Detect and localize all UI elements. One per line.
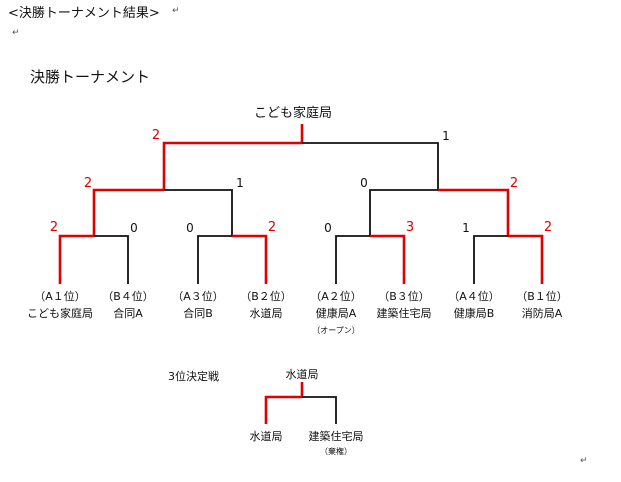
score-q3-right: 3 (405, 220, 415, 235)
page-header: <決勝トーナメント結果> (8, 6, 160, 21)
team-name: 健康局B (453, 307, 495, 320)
semi-right-left-path (369, 189, 438, 236)
q4-right-path (508, 234, 544, 284)
team-name: こども家庭局 (27, 307, 93, 320)
team-name: 合同A (113, 307, 143, 320)
team-rank: （B１位） (516, 290, 568, 303)
score-q3-left: 0 (324, 221, 332, 235)
team-name: 消防局A (521, 307, 563, 320)
team-note: （オープン） (312, 326, 360, 335)
team-rank: （A３位） (172, 290, 224, 303)
score-q2-right: 2 (267, 220, 277, 235)
score-semi-right-left: 0 (360, 176, 368, 190)
return-mark-icon: ↵ (12, 28, 20, 38)
return-mark-icon: ↵ (172, 6, 180, 16)
score-semi-left-left: 2 (83, 176, 93, 191)
semi-left-right-path (164, 189, 233, 236)
team-rank: （A１位） (34, 290, 86, 303)
q1-left-path (58, 234, 94, 284)
team-name: 建築住宅局 (376, 307, 432, 320)
semi-left-left-path (92, 188, 164, 236)
score-q2-left: 0 (186, 221, 194, 235)
team-rank: （B２位） (240, 290, 292, 303)
score-final-left: 2 (151, 128, 161, 143)
third-left-path (264, 395, 302, 424)
third-place-winner: 水道局 (285, 368, 319, 381)
score-q4-left: 1 (462, 221, 470, 235)
team-rank: （A２位） (310, 290, 362, 303)
q1-right-path (94, 235, 129, 284)
semi-right-right-path (438, 188, 510, 236)
third-place-right-team: 建築住宅局 (308, 430, 364, 443)
third-right-path (302, 396, 337, 424)
score-semi-right-right: 2 (509, 176, 519, 191)
q4-left-path (473, 235, 508, 284)
q2-right-path (232, 234, 268, 284)
third-place-title: 3位決定戦 (168, 370, 219, 383)
score-semi-left-right: 1 (236, 176, 244, 190)
team-rank: （B４位） (102, 290, 154, 303)
q3-left-path (335, 235, 370, 284)
score-q1-right: 0 (130, 221, 138, 235)
final-left-path (162, 141, 302, 190)
final-right-path (302, 142, 439, 190)
tournament-title: 決勝トーナメント (30, 68, 151, 86)
score-final-right: 1 (442, 129, 450, 143)
q2-left-path (197, 235, 232, 284)
team-name: 健康局A (315, 307, 357, 320)
q3-right-path (370, 234, 406, 284)
third-place-right-note: （棄権） (320, 447, 352, 456)
team-rank: （B３位） (378, 290, 430, 303)
score-q4-right: 2 (543, 220, 553, 235)
third-place-left-team: 水道局 (249, 430, 283, 443)
team-rank: （A４位） (448, 290, 500, 303)
team-name: 合同B (183, 307, 213, 320)
score-q1-left: 2 (49, 220, 59, 235)
return-mark-icon: ↵ (580, 456, 588, 466)
champion-label: こども家庭局 (254, 106, 333, 121)
team-name: 水道局 (249, 307, 283, 320)
